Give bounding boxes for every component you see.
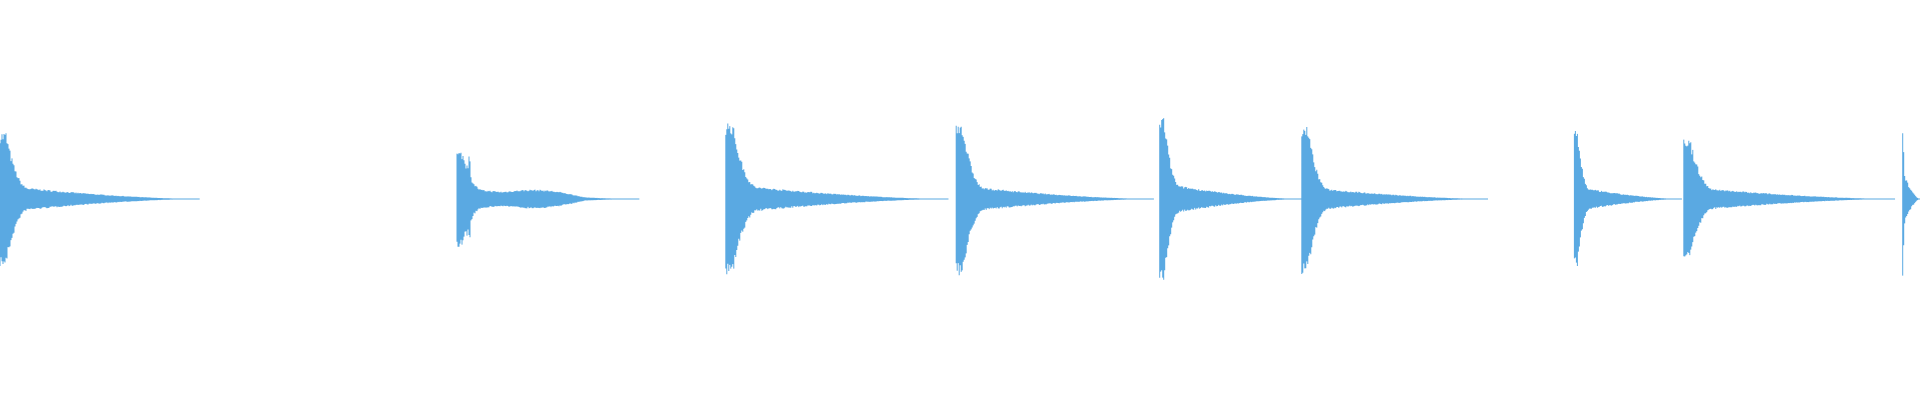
waveform-hit-body (456, 152, 634, 247)
waveform-hit (1301, 127, 1488, 274)
waveform-hit-body (1902, 133, 1920, 276)
waveform-hit-body (1683, 139, 1889, 257)
waveform-hit (1159, 118, 1302, 280)
waveform-hit (1683, 139, 1896, 257)
waveform-hit (955, 125, 1154, 276)
waveform-hits (0, 118, 1920, 280)
waveform-hit (456, 152, 640, 247)
waveform-hit-body (0, 133, 194, 266)
waveform-hit (1902, 133, 1920, 276)
waveform-hit (0, 133, 200, 266)
waveform-hit-body (1301, 127, 1483, 274)
waveform-hit (1573, 131, 1682, 266)
waveform-hit (725, 123, 949, 275)
waveform-hit-body (955, 125, 1148, 276)
